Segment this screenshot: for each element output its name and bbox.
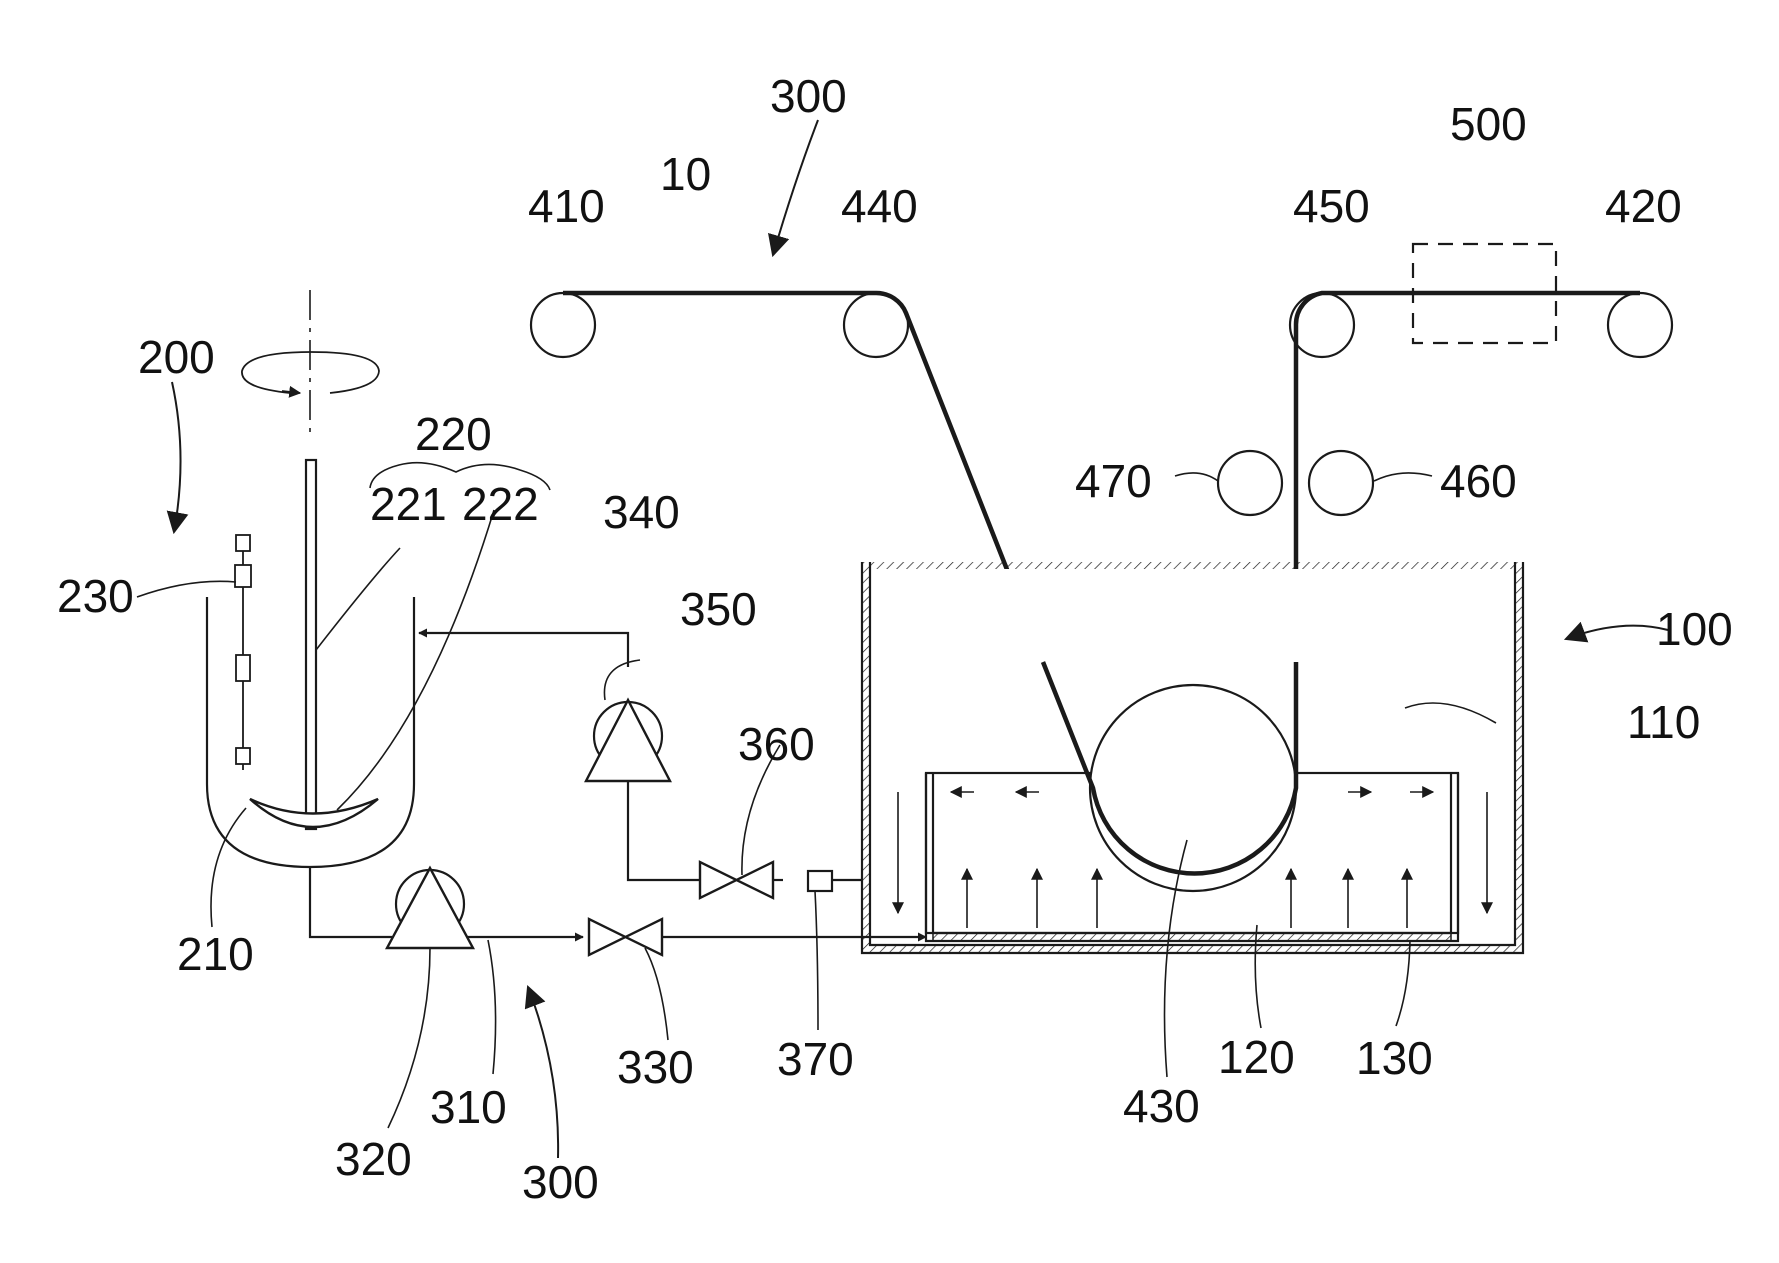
label-10: 10 xyxy=(660,148,711,200)
label-320: 320 xyxy=(335,1133,412,1185)
label-210: 210 xyxy=(177,928,254,980)
pump-350 xyxy=(586,700,670,781)
agitator-220 xyxy=(242,290,379,829)
valve-330 xyxy=(589,919,662,955)
label-330: 330 xyxy=(617,1041,694,1093)
label-120: 120 xyxy=(1218,1031,1295,1083)
label-360: 360 xyxy=(738,718,815,770)
roller-450 xyxy=(1290,293,1354,357)
label-300-bottom: 300 xyxy=(522,1156,599,1208)
label-310: 310 xyxy=(430,1081,507,1133)
label-220: 220 xyxy=(415,408,492,460)
label-110: 110 xyxy=(1627,696,1700,748)
label-470: 470 xyxy=(1075,455,1152,507)
label-440: 440 xyxy=(841,180,918,232)
sensor-370 xyxy=(808,871,832,891)
label-300-top: 300 xyxy=(770,70,847,122)
label-230: 230 xyxy=(57,570,134,622)
roller-410 xyxy=(531,293,595,357)
shaft-221 xyxy=(306,460,316,829)
label-222: 222 xyxy=(462,478,539,530)
label-350: 350 xyxy=(680,583,757,635)
label-130: 130 xyxy=(1356,1032,1433,1084)
label-430: 430 xyxy=(1123,1080,1200,1132)
label-200: 200 xyxy=(138,331,215,383)
roller-470 xyxy=(1218,451,1282,515)
label-450: 450 xyxy=(1293,180,1370,232)
roller-460 xyxy=(1309,451,1373,515)
plate-130 xyxy=(933,933,1451,941)
label-420: 420 xyxy=(1605,180,1682,232)
label-460: 460 xyxy=(1440,455,1517,507)
label-221: 221 xyxy=(370,478,447,530)
label-100: 100 xyxy=(1656,603,1733,655)
label-340: 340 xyxy=(603,486,680,538)
label-500: 500 xyxy=(1450,98,1527,150)
label-370: 370 xyxy=(777,1033,854,1085)
valve-360 xyxy=(700,862,773,898)
sensor-230 xyxy=(235,535,251,770)
pump-320 xyxy=(387,868,473,948)
roller-420 xyxy=(1608,293,1672,357)
label-410: 410 xyxy=(528,180,605,232)
